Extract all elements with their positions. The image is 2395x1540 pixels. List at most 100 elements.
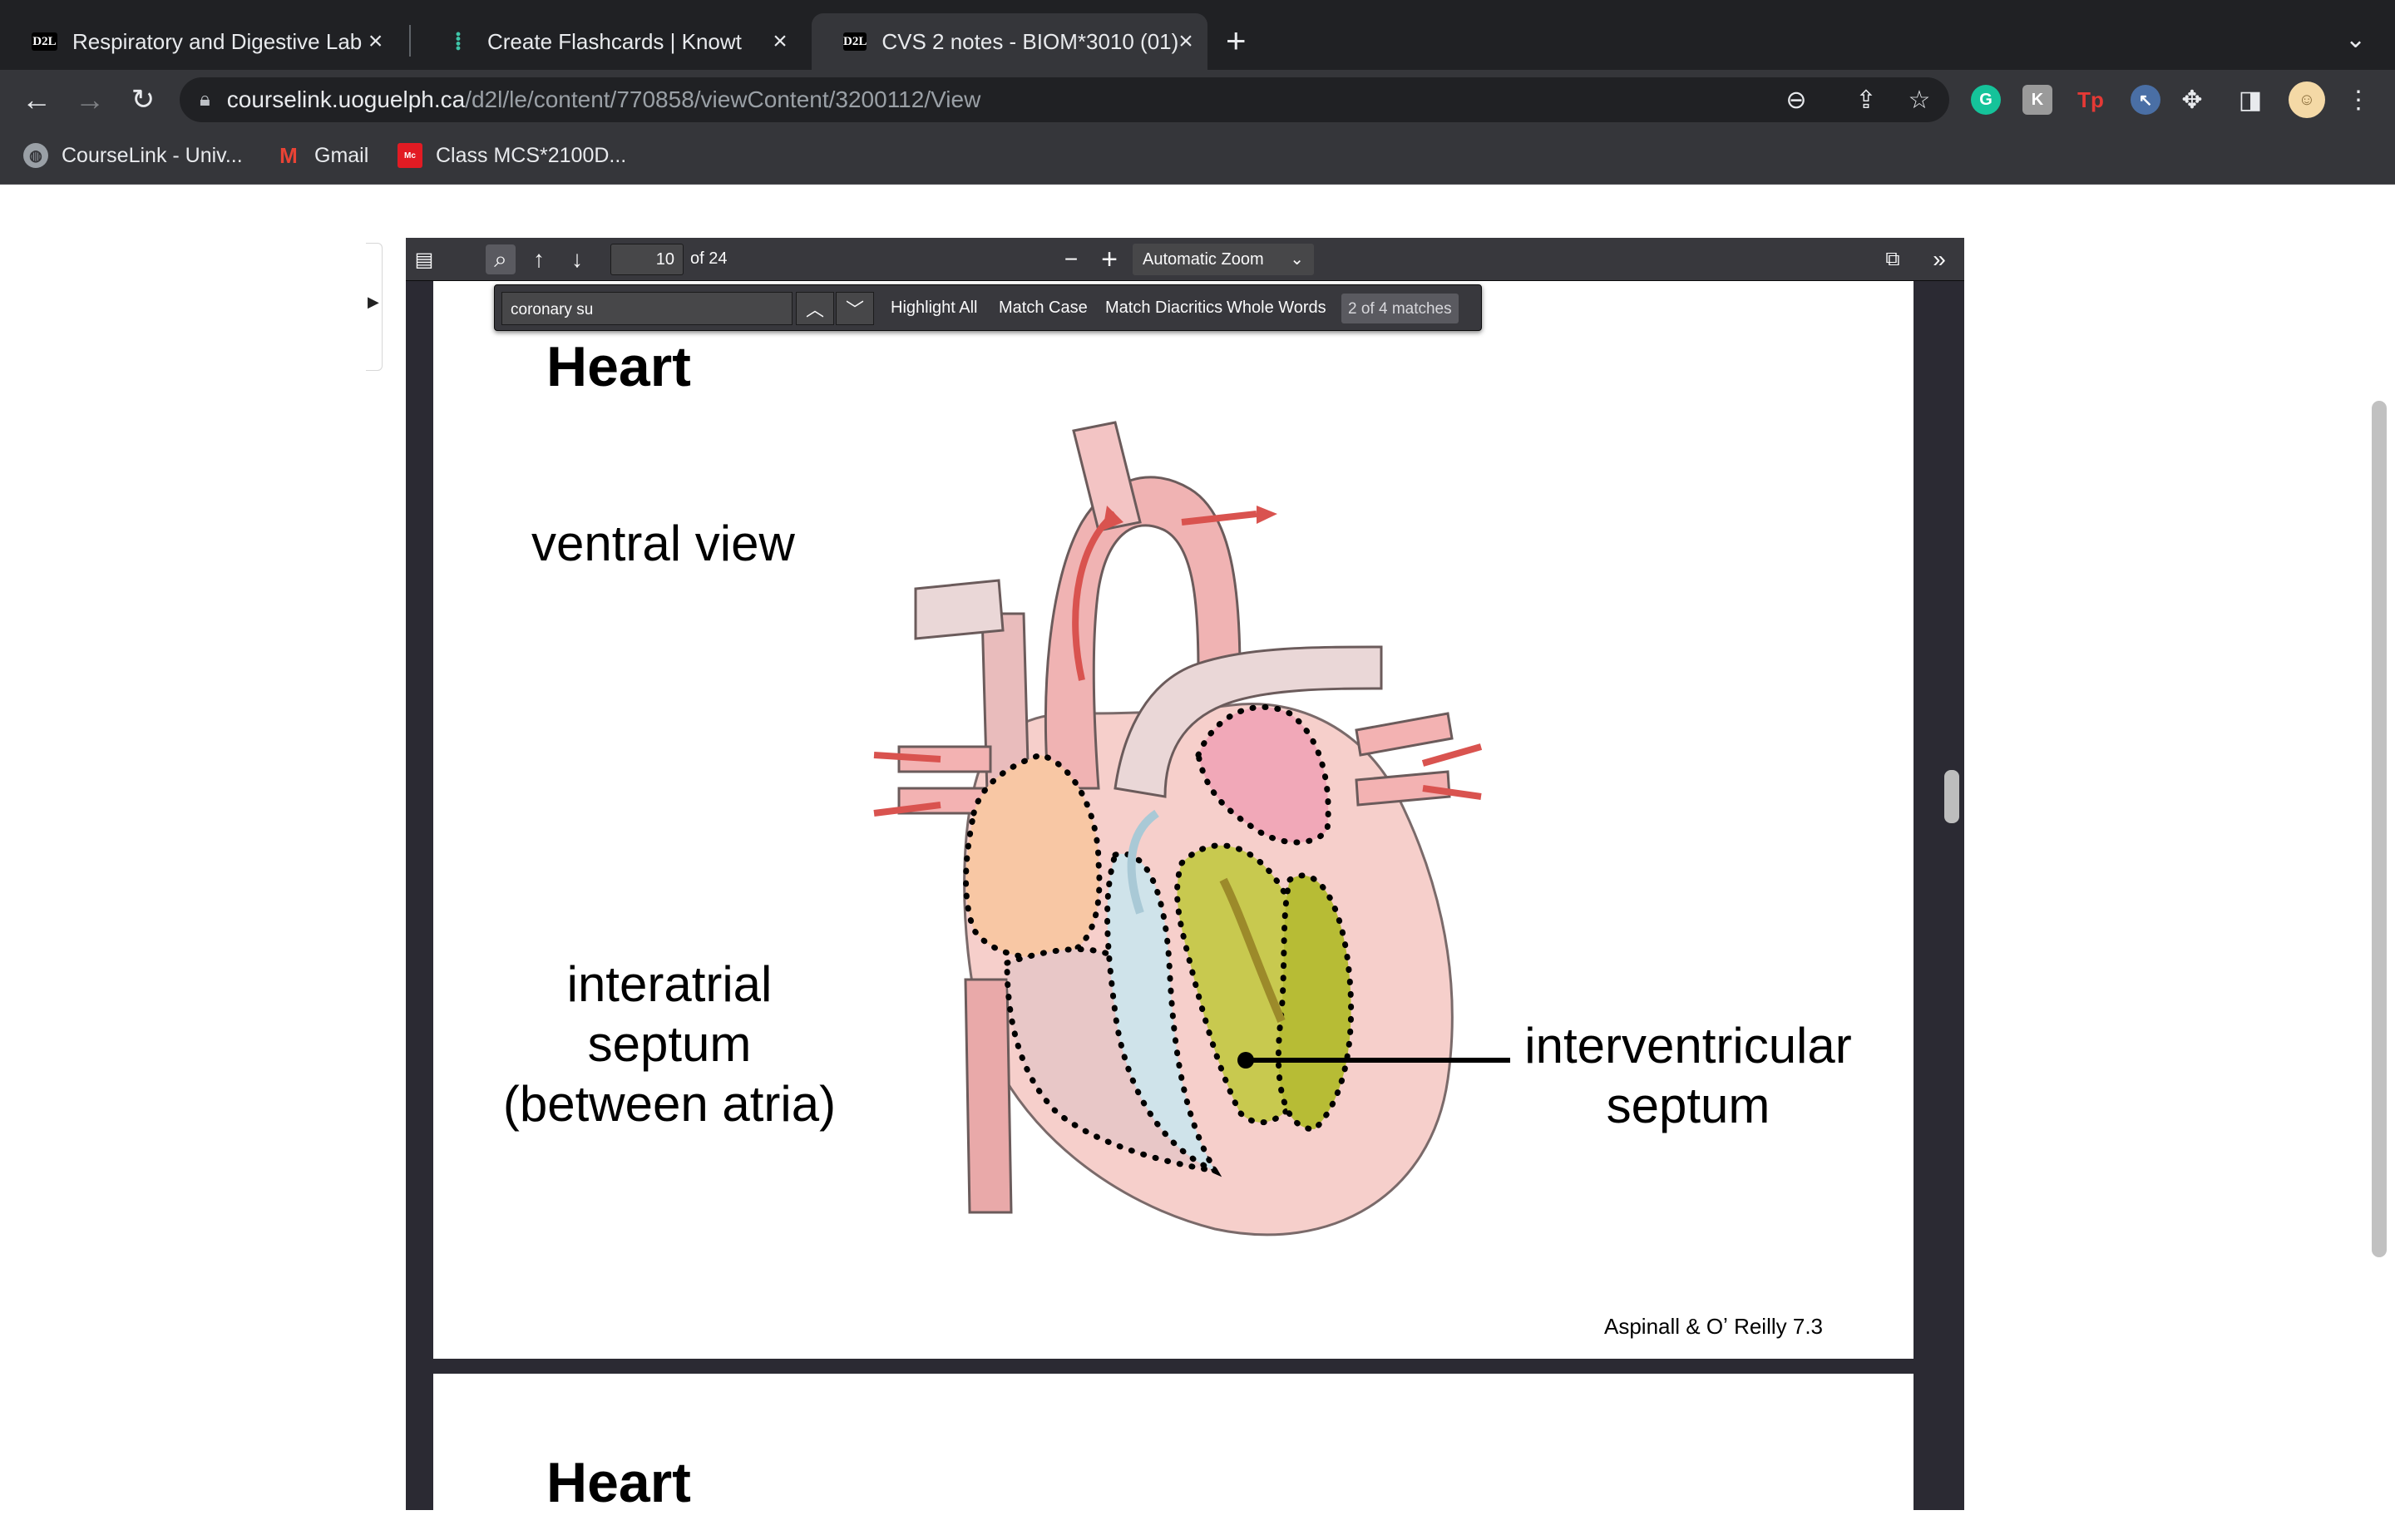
tab-knowt[interactable]: ⁞ Create Flashcards | Knowt × — [412, 13, 812, 70]
label-interventricular-septum: interventricular septum — [1509, 1016, 1867, 1136]
page-content: ▶ ▤ ⌕ ↑ ↓ 10 of 24 − + Automatic Zoom ⌄ … — [0, 185, 2395, 1540]
profile-avatar[interactable]: ☺ — [2289, 81, 2325, 118]
pdf-page-next: Heart — [433, 1374, 1914, 1540]
inferior-vena-cava — [964, 978, 1013, 1214]
label-line: (between atria) — [502, 1076, 837, 1132]
bookmark-star-icon[interactable]: ☆ — [1908, 86, 1931, 114]
blood-flow-arrow — [1219, 877, 1286, 1023]
globe-icon: ◍ — [23, 143, 48, 168]
zoom-out-icon[interactable]: − — [1064, 246, 1079, 272]
whole-words-checkbox[interactable]: Whole Words — [1227, 299, 1326, 317]
pulmonary-vein — [1355, 770, 1451, 807]
pdf-toolbar: ▤ ⌕ ↑ ↓ 10 of 24 − + Automatic Zoom ⌄ ⧉ … — [406, 238, 1964, 281]
heart-diagram — [873, 421, 1510, 1236]
pdf-page: Heart ventral view interatrial septum (b… — [433, 281, 1914, 1359]
gmail-icon: M — [279, 142, 298, 168]
new-tab-button[interactable]: + — [1226, 21, 1247, 60]
presentation-mode-icon[interactable]: ⧉ — [1885, 248, 1900, 270]
close-icon[interactable]: × — [773, 27, 788, 55]
blood-flow-arrow — [1181, 511, 1257, 526]
content-sidebar-toggle[interactable]: ▶ — [366, 243, 383, 371]
bookmark-class-mcs[interactable]: Mc Class MCS*2100D... — [398, 143, 626, 168]
knowt-extension-icon[interactable]: K — [2022, 85, 2052, 115]
highlight-all-checkbox[interactable]: Highlight All — [891, 299, 978, 317]
pdf-scrollbar[interactable] — [1944, 770, 1959, 823]
bookmark-label: CourseLink - Univ... — [62, 143, 243, 167]
find-previous-button[interactable]: ︿ — [796, 292, 834, 325]
right-atrium — [963, 752, 1103, 961]
tab-title: CVS 2 notes - BIOM*3010 (01) — [881, 28, 1179, 54]
blood-flow-arrow — [1422, 785, 1482, 800]
knowt-icon: ⁞ — [454, 27, 462, 55]
grammarly-icon[interactable]: G — [1971, 85, 2001, 115]
tab-title: Create Flashcards | Knowt — [487, 28, 742, 54]
find-next-button[interactable]: ﹀ — [836, 292, 874, 325]
match-diacritics-checkbox[interactable]: Match Diacritics — [1105, 299, 1223, 317]
zoom-value: Automatic Zoom — [1143, 250, 1264, 269]
blood-flow-arrow — [873, 802, 941, 817]
find-bar: coronary su ︿ ﹀ Highlight All Match Case… — [494, 284, 1482, 331]
forward-button[interactable]: → — [75, 82, 105, 116]
page-count: of 24 — [690, 249, 728, 268]
zoom-in-icon[interactable]: + — [1101, 243, 1118, 275]
bookmark-label: Class MCS*2100D... — [436, 143, 627, 167]
back-button[interactable]: ← — [22, 82, 52, 116]
tab-title: Respiratory and Digestive Lab — [72, 28, 363, 54]
address-bar[interactable]: 🔒︎ courselink.uoguelph.ca/d2l/le/content… — [180, 77, 1949, 122]
sidebar-toggle-icon[interactable]: ▤ — [414, 248, 434, 271]
pdf-viewer: ▤ ⌕ ↑ ↓ 10 of 24 − + Automatic Zoom ⌄ ⧉ … — [406, 238, 1964, 1540]
tab-separator — [409, 25, 411, 57]
tab-respiratory-lab[interactable]: D2L Respiratory and Digestive Lab × — [0, 13, 406, 70]
label-line: interatrial septum — [566, 956, 773, 1072]
brachiocephalic-artery — [1072, 421, 1142, 532]
blood-flow-arrow — [1421, 743, 1483, 767]
find-search-icon[interactable]: ⌕ — [486, 244, 516, 274]
previous-page-icon[interactable]: ↑ — [533, 246, 545, 272]
tab-search-chevron-icon[interactable]: ⌄ — [2345, 26, 2367, 53]
blood-flow-arrow — [873, 752, 941, 763]
slide-title: Heart — [546, 335, 691, 398]
label-line: septum — [1606, 1078, 1770, 1133]
arrowhead — [1257, 506, 1277, 524]
cursor-extension-icon[interactable]: ↖ — [2131, 85, 2160, 115]
lock-icon: 🔒︎ — [200, 88, 210, 111]
slide-title: Heart — [546, 1451, 691, 1514]
close-icon[interactable]: × — [368, 27, 383, 55]
url-path: /d2l/le/content/770858/viewContent/32001… — [465, 86, 981, 112]
side-panel-icon[interactable]: ◨ — [2238, 86, 2263, 114]
arrowhead — [1103, 506, 1123, 531]
zoom-select[interactable]: Automatic Zoom ⌄ — [1133, 244, 1314, 275]
page-scrollbar[interactable] — [2372, 401, 2387, 1257]
find-results-count: 2 of 4 matches — [1341, 294, 1459, 323]
close-icon[interactable]: × — [1178, 27, 1193, 55]
share-icon[interactable]: ⇪ — [1855, 86, 1877, 114]
tab-strip: D2L Respiratory and Digestive Lab × ⁞ Cr… — [0, 0, 2395, 70]
pulmonary-artery-left — [914, 579, 1005, 640]
d2l-icon: D2L — [32, 32, 57, 51]
pulmonary-vein — [897, 745, 992, 773]
match-case-checkbox[interactable]: Match Case — [999, 299, 1088, 317]
menu-kebab-icon[interactable]: ⋮ — [2346, 86, 2371, 114]
mcgraw-hill-icon: Mc — [398, 143, 422, 168]
zoom-out-icon[interactable]: ⊖ — [1785, 86, 1807, 114]
reload-button[interactable]: ↻ — [131, 84, 156, 116]
citation: Aspinall & Oʼ Reilly 7.3 — [1604, 1314, 1823, 1339]
blood-flow-arrow — [1127, 809, 1159, 915]
slide-subtitle: ventral view — [531, 516, 795, 571]
url-host: courselink.uoguelph.ca — [226, 86, 466, 112]
bookmark-gmail[interactable]: M Gmail — [276, 143, 368, 168]
bookmark-label: Gmail — [314, 143, 369, 167]
tp-extension-icon[interactable]: Tp — [2077, 86, 2104, 112]
d2l-icon: D2L — [843, 32, 867, 51]
bookmark-courselink[interactable]: ◍ CourseLink - Univ... — [23, 143, 243, 168]
tab-cvs-notes[interactable]: D2L CVS 2 notes - BIOM*3010 (01) × — [812, 13, 1207, 70]
label-interatrial-septum: interatrial septum (between atria) — [485, 955, 854, 1134]
triangle-right-icon: ▶ — [368, 294, 379, 310]
tools-menu-icon[interactable]: » — [1933, 246, 1946, 272]
page-number-input[interactable]: 10 — [610, 244, 684, 275]
extensions-puzzle-icon[interactable]: ✥ — [2181, 86, 2203, 114]
next-page-icon[interactable]: ↓ — [571, 246, 583, 272]
chevron-down-icon: ⌄ — [1290, 250, 1304, 269]
right-ventricle-outflow — [1104, 851, 1222, 1177]
find-input[interactable]: coronary su — [501, 292, 793, 325]
